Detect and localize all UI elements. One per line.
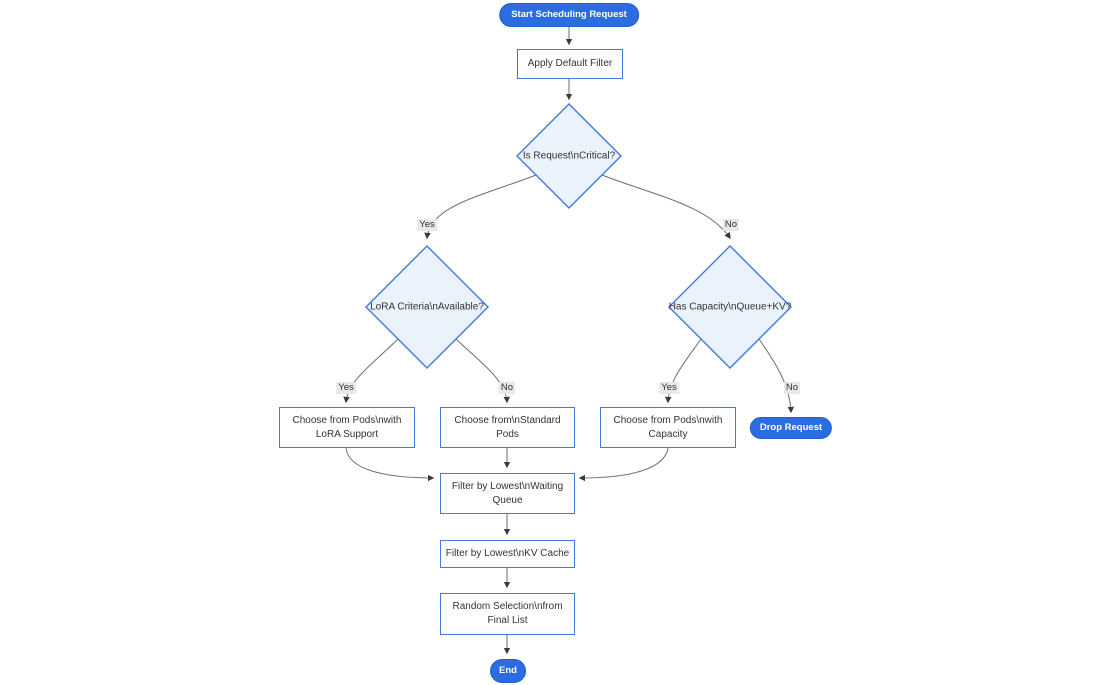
edge-label-lora-yes: Yes (336, 382, 356, 394)
edge-critical-no (601, 174, 731, 240)
node-choose-pods-capacity: Choose from Pods\nwith Capacity (600, 407, 736, 448)
decision-is-request-critical-shape (516, 103, 622, 209)
edge-capacitypods-to-filter (578, 447, 669, 482)
decision-has-capacity-shape (668, 245, 792, 369)
node-filter-by-lowest-kv-cache: Filter by Lowest\nKV Cache (440, 540, 575, 568)
node-start-scheduling-request: Start Scheduling Request (499, 3, 639, 27)
decision-lora-criteria-shape (365, 245, 489, 369)
node-end: End (490, 659, 526, 683)
edge-label-capacity-yes: Yes (659, 382, 679, 394)
decision-is-request-critical-label: Is Request\nCritical? (522, 150, 616, 162)
decision-lora-criteria-label: LoRA Criteria\nAvailable? (370, 301, 484, 313)
edge-capacity-no (758, 338, 795, 414)
edge-critical-yes (424, 174, 537, 240)
edge-capacity-yes (664, 338, 702, 404)
edge-lora-no (455, 338, 511, 404)
edge-label-capacity-no: No (783, 382, 801, 394)
node-choose-pods-lora-support: Choose from Pods\nwith LoRA Support (279, 407, 415, 448)
edge-lorapods-to-filter (345, 447, 435, 482)
node-drop-request: Drop Request (749, 417, 833, 439)
edge-lora-yes (343, 338, 399, 404)
decision-has-capacity-label: Has Capacity\nQueue+KV? (668, 301, 792, 313)
edge-label-critical-no: No (722, 219, 740, 231)
edge-label-lora-no: No (498, 382, 516, 394)
node-filter-by-lowest-waiting-queue: Filter by Lowest\nWaiting Queue (440, 473, 575, 514)
node-choose-standard-pods: Choose from\nStandard Pods (440, 407, 575, 448)
node-random-selection-final-list: Random Selection\nfrom Final List (440, 593, 575, 635)
node-apply-default-filter: Apply Default Filter (517, 49, 623, 79)
edge-label-critical-yes: Yes (417, 219, 437, 231)
